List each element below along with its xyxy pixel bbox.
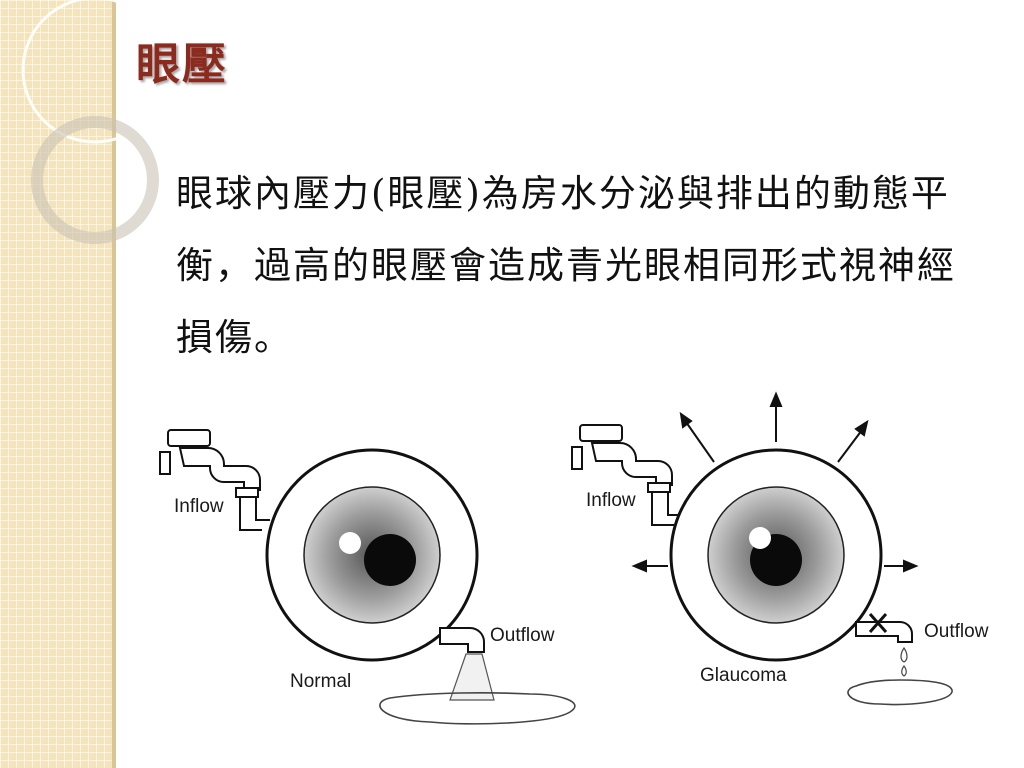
glaucoma-water-puddle [847, 679, 953, 706]
normal-water-stream [449, 653, 495, 701]
normal-inflow-pipe [239, 498, 270, 531]
side-strip-divider [112, 0, 116, 768]
glaucoma-caption: Glaucoma [700, 665, 787, 686]
normal-inflow-faucet-icon [159, 429, 261, 498]
glaucoma-eye-diagram: Inflow Outflow Glaucoma [571, 391, 989, 706]
normal-outflow-label: Outflow [490, 625, 555, 646]
glaucoma-outflow-label: Outflow [924, 621, 989, 642]
glaucoma-drip [900, 646, 908, 677]
normal-inflow-label: Inflow [174, 496, 224, 517]
pressure-arrows [631, 391, 919, 573]
normal-pupil [364, 534, 416, 586]
glaucoma-highlight [749, 527, 771, 549]
slide-body-text: 眼球內壓力(眼壓)為房水分泌與排出的動態平衡，過高的眼壓會造成青光眼相同形式視神… [176, 172, 956, 359]
blocked-outflow-valve-icon [868, 613, 888, 633]
normal-caption: Normal [290, 671, 351, 692]
normal-highlight [339, 532, 361, 554]
normal-water-puddle [379, 692, 576, 725]
decorative-rings [21, 0, 160, 244]
glaucoma-inflow-faucet-icon [571, 424, 673, 493]
glaucoma-inflow-label: Inflow [586, 490, 636, 511]
slide-title: 眼壓 [136, 39, 228, 90]
eye-pressure-diagram: Inflow Outflow Normal Inflow [159, 391, 989, 725]
normal-eye-diagram: Inflow Outflow Normal [159, 429, 576, 725]
normal-outflow-faucet-icon [439, 627, 485, 653]
glaucoma-inflow-pipe [651, 493, 680, 526]
